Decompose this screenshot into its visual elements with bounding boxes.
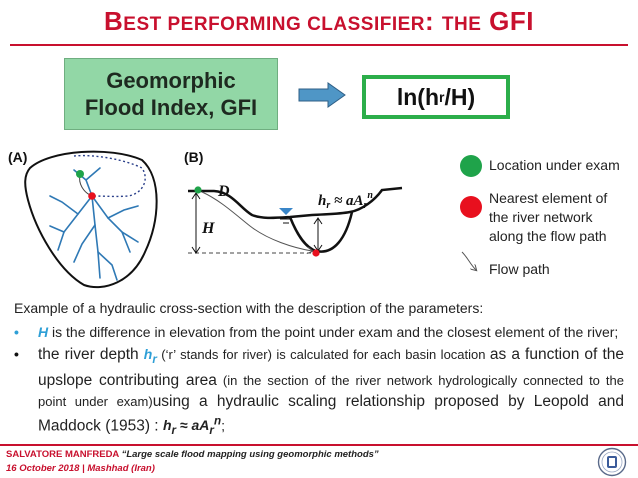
page-title: BEST PERFORMING CLASSIFIER: THE GFI xyxy=(0,6,638,37)
legend-nearest: Nearest element of the river network alo… xyxy=(489,189,607,246)
bullet2-hr-letter: h xyxy=(143,346,153,362)
bullet2-hr: hr xyxy=(143,346,157,366)
bullet1-text: is the difference in elevation from the … xyxy=(48,324,619,340)
label-h: H xyxy=(201,220,215,237)
legend-nearest-line2: the river network xyxy=(489,209,593,225)
title-part1: EST PERFORMING CLASSIFIER xyxy=(123,14,426,35)
eq-end: ; xyxy=(221,417,225,434)
eq-h-sub: r xyxy=(171,424,177,438)
legend-flow: Flow path xyxy=(489,261,550,277)
figure: (A) (B) D H hr ≈ aArn xyxy=(8,149,638,289)
legend-nearest-line3: along the flow path xyxy=(489,228,607,244)
h-arrow-top xyxy=(191,192,201,200)
bullet2-t3: as a function of the upslope contributin… xyxy=(38,346,624,389)
red-dot-icon xyxy=(460,196,482,218)
title-first-letter: B xyxy=(104,6,124,36)
university-logo-icon xyxy=(597,447,627,477)
footer-divider xyxy=(0,444,638,446)
title-gfi: GFI xyxy=(481,6,534,36)
bullet-list: • H is the difference in elevation from t… xyxy=(14,318,624,441)
bullet-hr: •the river depth hr (‘r’ stands for rive… xyxy=(14,344,624,441)
eq-n: n xyxy=(213,414,222,428)
legend-nearest-line1: Nearest element of xyxy=(489,190,608,206)
bullet-marker-1: • xyxy=(14,324,19,340)
eq-mid: ≈ aA xyxy=(176,417,210,434)
footer-author: SALVATORE MANFREDA xyxy=(6,449,122,460)
bullet-h: • H is the difference in elevation from t… xyxy=(14,322,624,342)
bullet2-hr-sub: r xyxy=(152,352,157,366)
green-point-b xyxy=(194,186,202,194)
red-point-b xyxy=(312,249,320,257)
title-the: THE xyxy=(441,14,482,35)
formula-pre: ln(h xyxy=(396,83,440,110)
water-level-icon xyxy=(279,208,293,215)
hr-arrow-top xyxy=(313,217,323,225)
label-hr-formula: hr ≈ aArn xyxy=(318,190,373,211)
footer-talk: “Large scale flood mapping using geomorp… xyxy=(121,449,379,460)
bullet2-t1: the river depth xyxy=(38,346,144,363)
red-point-a xyxy=(88,192,96,200)
gfi-box-line2: Flood Index, GFI xyxy=(84,95,258,120)
formula-sub: r xyxy=(439,89,445,105)
watershed-divide xyxy=(73,154,146,198)
flow-path-legend-icon xyxy=(461,251,476,270)
flow-path-b xyxy=(201,191,312,251)
label-ar-sub: r xyxy=(364,200,368,211)
eq-a-sub: r xyxy=(209,424,214,438)
label-b: (B) xyxy=(184,149,203,165)
label-hr: h xyxy=(318,193,326,209)
title-colon: : xyxy=(425,6,442,36)
footer-date: 16 October 2018 | Mashhad (Iran) xyxy=(6,463,155,474)
title-divider xyxy=(10,44,628,46)
green-dot-icon xyxy=(460,155,482,177)
label-hr-sub: r xyxy=(326,200,330,211)
eq-h: h xyxy=(162,417,172,434)
right-arrow-icon xyxy=(298,82,346,108)
footer-line1: SALVATORE MANFREDA “Large scale flood ma… xyxy=(6,449,379,460)
river-network xyxy=(49,167,139,281)
bullet2-equation: hr ≈ aArn xyxy=(162,414,222,437)
figure-caption: Example of a hydraulic cross-section wit… xyxy=(14,300,484,316)
bullet-marker-2: • xyxy=(14,346,19,362)
bullet2-t4: (in the section of the river network hyd… xyxy=(38,372,624,409)
label-approx: ≈ aA xyxy=(330,193,363,209)
bullet2-t5: using a hydraulic scaling relationship p… xyxy=(38,392,624,435)
legend-location: Location under exam xyxy=(489,157,620,173)
bullet2-t2: (‘r’ stands for river) is calculated for… xyxy=(156,347,490,362)
green-point-a xyxy=(76,170,84,178)
label-a: (A) xyxy=(8,149,27,165)
cross-section-terrain xyxy=(188,186,403,220)
gfi-box: Geomorphic Flood Index, GFI xyxy=(64,58,278,130)
h-arrow-bottom xyxy=(191,246,201,254)
basin-outline xyxy=(24,150,158,289)
label-d: D xyxy=(217,183,230,200)
gfi-box-line1: Geomorphic xyxy=(106,67,236,93)
bullet1-h: H xyxy=(38,324,49,340)
formula-post: /H) xyxy=(444,83,476,110)
label-n: n xyxy=(367,190,373,201)
